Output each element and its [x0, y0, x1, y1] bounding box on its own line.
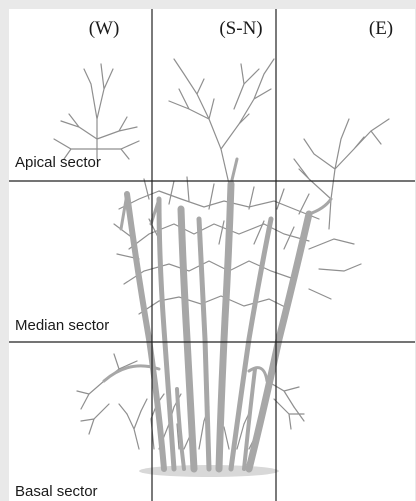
main-stems — [102, 157, 333, 473]
sector-label-apical: Apical sector — [15, 154, 101, 171]
column-label-west: (W) — [88, 18, 120, 39]
shrub-sector-diagram: (W) (S-N) (E) Apical sector Median secto… — [9, 9, 415, 501]
shrub-illustration — [9, 9, 415, 501]
sector-grid — [9, 9, 415, 501]
sector-label-basal: Basal sector — [15, 483, 98, 500]
column-label-east: (E) — [368, 18, 394, 39]
sector-label-median: Median sector — [15, 317, 110, 334]
column-label-south-north: (S-N) — [219, 18, 263, 39]
